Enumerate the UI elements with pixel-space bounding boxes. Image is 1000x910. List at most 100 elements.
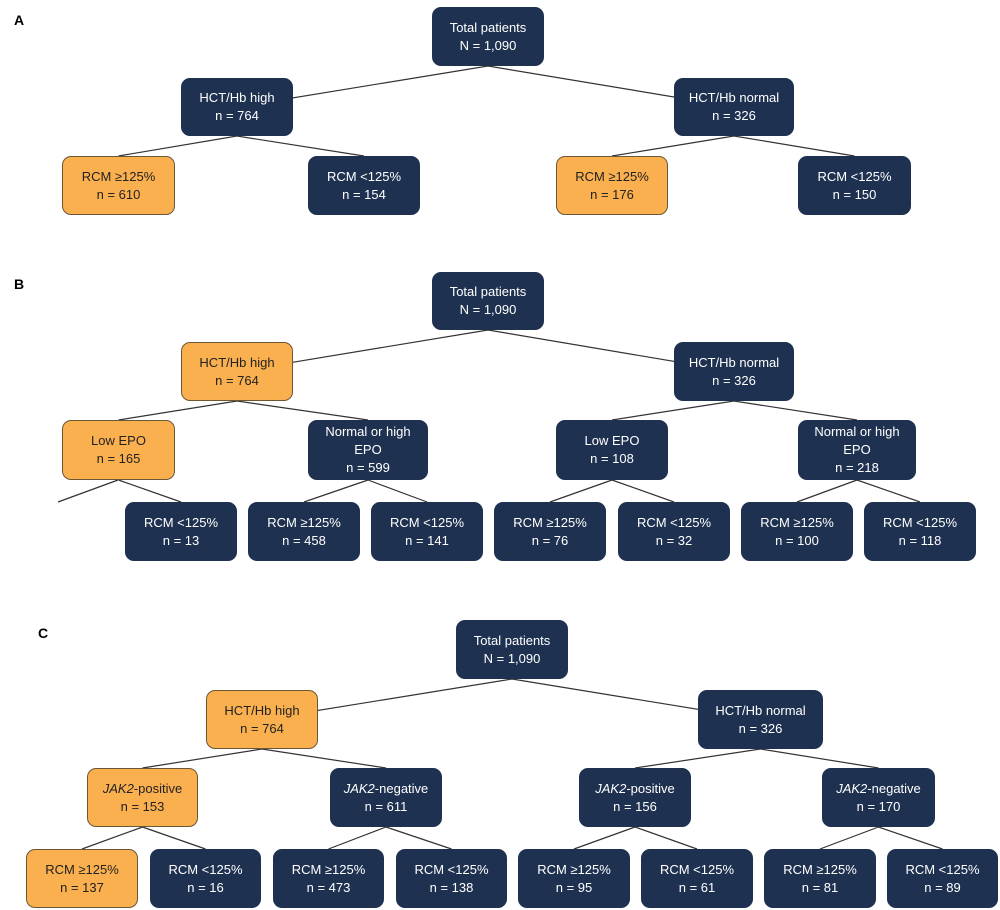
node-label: RCM <125%	[636, 514, 712, 530]
node-label: EPO	[843, 442, 871, 457]
connector-line	[303, 479, 369, 503]
node-count: N = 1,090	[459, 37, 517, 53]
node-label: Normal or high	[814, 424, 900, 439]
node-b5: RCM <125%n = 13	[125, 502, 237, 561]
node-label-rest: -positive	[626, 780, 675, 796]
node-label: Total patients	[449, 284, 527, 299]
connector-line	[367, 479, 428, 503]
node-count: n = 176	[590, 186, 634, 202]
node-count: n = 764	[240, 720, 284, 736]
connector-line	[118, 400, 238, 421]
node-b1: Low EPO n = 165	[62, 420, 175, 480]
node-label: RCM <125%	[882, 514, 958, 530]
node-label: JAK2-positive	[595, 780, 675, 798]
node-label: RCM ≥125%	[783, 861, 857, 877]
node-label: RCM ≥125%	[575, 168, 649, 184]
node-c10: RCM <125%n = 61	[641, 849, 753, 908]
node-count: n = 218	[835, 460, 879, 475]
node-count: n = 764	[215, 372, 259, 388]
dangling-connector-line	[57, 479, 119, 503]
connector-line	[796, 479, 858, 503]
node-label: RCM <125%	[659, 861, 735, 877]
connector-line	[611, 135, 735, 157]
node-label: RCM ≥125%	[760, 514, 834, 530]
connector-line	[856, 479, 921, 503]
node-count: n = 137	[60, 879, 104, 895]
node-count: n = 141	[405, 532, 449, 548]
node-b9: RCM <125% n = 32	[618, 502, 730, 561]
node-c8: RCM <125%n = 138	[396, 849, 507, 908]
node-nB: HCT/Hb normal n = 326	[674, 342, 794, 401]
connector-line	[142, 826, 206, 850]
node-count: n = 610	[96, 186, 141, 202]
connector-line	[733, 135, 855, 157]
node-label: Low EPO	[91, 433, 146, 448]
node-count: n = 170	[856, 798, 901, 814]
node-label: RCM ≥125%	[81, 168, 156, 184]
node-label: HCT/Hb normal	[688, 354, 780, 370]
node-c5: RCM ≥125% n = 137	[26, 849, 138, 908]
connector-line	[118, 479, 182, 503]
node-label: RCM ≥125%	[513, 514, 587, 530]
node-c11: RCM ≥125% n = 81	[764, 849, 876, 908]
node-count: n = 764	[215, 108, 259, 123]
connector-line	[328, 826, 387, 850]
node-label: Low EPO	[584, 433, 640, 448]
connector-line	[760, 748, 879, 769]
node-c7: RCM ≥125%n = 473	[273, 849, 384, 908]
node-count: n = 165	[96, 451, 141, 466]
node-label: RCM ≥125%	[267, 514, 341, 530]
node-count: n = 458	[282, 532, 326, 548]
node-hA: HCT/Hb high n = 764	[181, 78, 293, 136]
node-label: JAK2-negative	[344, 780, 429, 798]
node-label: EPO	[354, 442, 382, 457]
node-c12: RCM <125%n = 89	[887, 849, 998, 908]
node-label: HCT/Hb normal	[715, 702, 806, 718]
node-count: N = 1,090	[483, 650, 541, 666]
node-a2: RCM <125%n = 154	[308, 156, 420, 215]
connector-line	[611, 479, 675, 503]
node-label: JAK2-negative	[836, 780, 921, 798]
connector-line	[611, 400, 735, 421]
connector-line	[142, 748, 263, 769]
node-label: RCM <125%	[905, 861, 980, 877]
node-count: n = 32	[655, 532, 693, 548]
node-label-rest: -negative	[374, 780, 429, 796]
connector-line	[819, 826, 879, 850]
node-tB: Total patients N = 1,090	[432, 272, 544, 330]
node-count: n = 118	[898, 532, 942, 548]
node-count: n = 76	[531, 532, 569, 548]
panel-label: B	[14, 276, 25, 292]
node-label: RCM ≥125%	[45, 861, 119, 877]
node-count: n = 156	[613, 798, 657, 814]
connector-line	[385, 826, 452, 850]
node-count: n = 13	[162, 532, 200, 548]
node-label: Total patients	[449, 19, 527, 35]
connector-line	[634, 826, 698, 850]
node-count: N = 1,090	[459, 302, 517, 317]
panel-label: A	[14, 12, 25, 28]
node-label: HCT/Hb high	[199, 354, 275, 370]
node-label: HCT/Hb high	[199, 90, 275, 105]
connector-line	[236, 400, 369, 421]
connector-line	[261, 748, 387, 769]
node-count: n = 326	[712, 372, 756, 388]
node-tA: Total patients N = 1,090	[432, 7, 544, 66]
node-count: n = 153	[120, 798, 165, 814]
node-label: JAK2-positive	[103, 780, 183, 798]
node-count: n = 16	[187, 879, 224, 895]
node-count: n = 81	[801, 879, 839, 895]
node-label: RCM <125%	[326, 168, 402, 184]
node-label-rest: -positive	[133, 780, 183, 796]
